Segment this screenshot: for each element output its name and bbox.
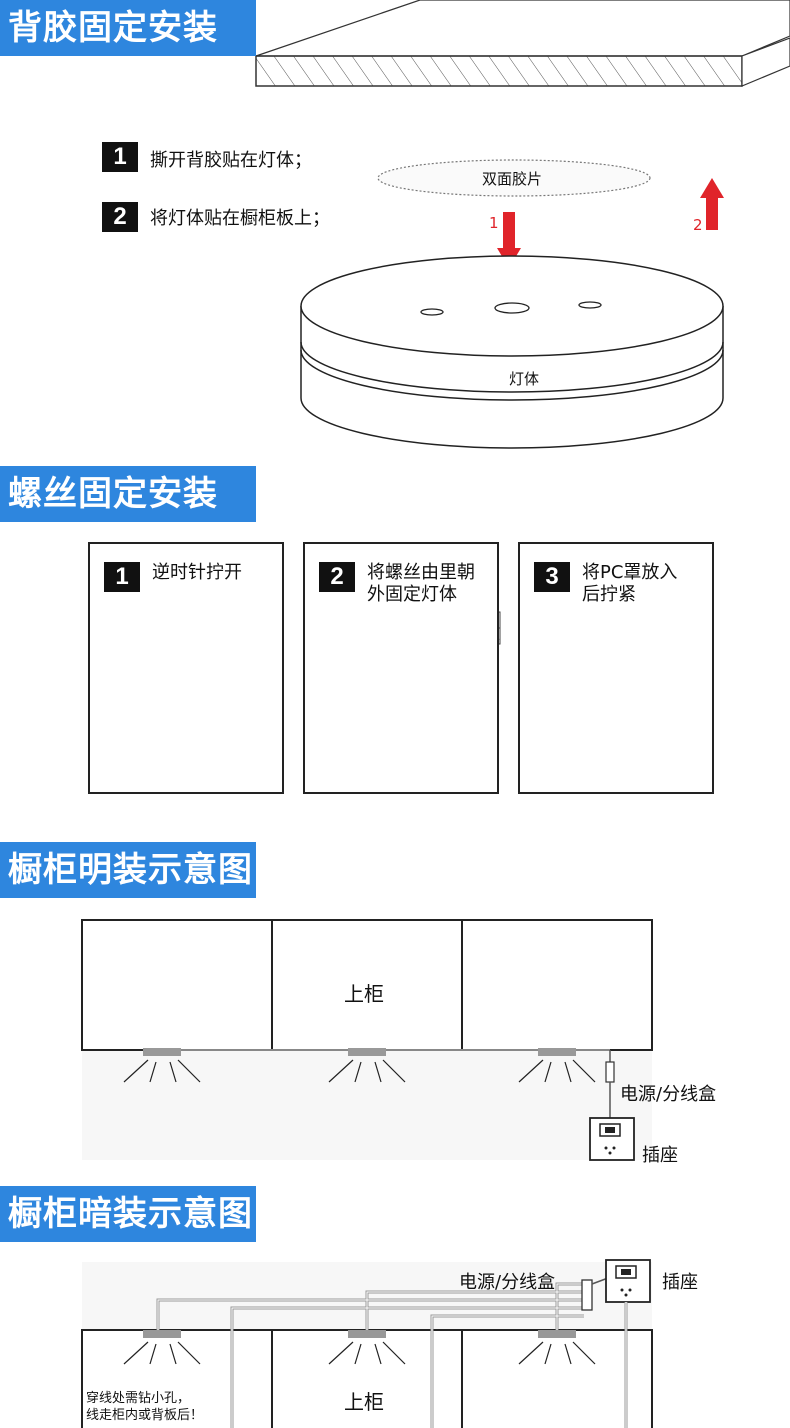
step-number-badge: 2 <box>102 202 138 232</box>
screw-step-panel: 1 逆时针拧开 <box>88 542 284 794</box>
step-text: 撕开背胶贴在灯体； <box>150 150 312 171</box>
exposed-install-diagram <box>81 919 653 1161</box>
step-text: 将PC罩放入后拧紧 <box>582 562 678 605</box>
step-text: 逆时针拧开 <box>152 562 242 583</box>
power-box-label: 电源/分线盒 <box>620 1084 717 1105</box>
section-title-screw: 螺丝固定安装 <box>0 466 256 522</box>
tape-label: 双面胶片 <box>482 170 543 188</box>
section-title-exposed: 橱柜明装示意图 <box>0 842 256 898</box>
concealed-install-diagram <box>81 1259 653 1428</box>
power-box-label: 电源/分线盒 <box>459 1272 556 1293</box>
step-number-badge: 3 <box>534 562 570 592</box>
step-text: 将灯体贴在橱柜板上； <box>150 208 330 229</box>
tape-illustration <box>377 159 651 197</box>
section-title-adhesive: 背胶固定安装 <box>0 0 256 56</box>
section-title-concealed: 橱柜暗装示意图 <box>0 1186 256 1242</box>
cabinet-label: 上柜 <box>344 982 384 1006</box>
step-number-badge: 2 <box>319 562 355 592</box>
wiring-note-line: 线走柜内或背板后！ <box>86 1408 204 1423</box>
arrow-2-label: 2 <box>693 216 703 234</box>
screw-step-panel: 3 将PC罩放入后拧紧 <box>518 542 714 794</box>
wiring-note: 穿线处需钻小孔， 线走柜内或背板后！ <box>86 1390 203 1424</box>
light-body-illustration <box>300 255 724 449</box>
wiring-note-line: 穿线处需钻小孔， <box>86 1391 191 1406</box>
step-number-badge: 1 <box>104 562 140 592</box>
socket-label: 插座 <box>642 1145 678 1166</box>
step-text: 将螺丝由里朝外固定灯体 <box>367 562 475 605</box>
light-body-label: 灯体 <box>509 370 540 388</box>
screw-step-panel: 2 将螺丝由里朝外固定灯体 <box>303 542 499 794</box>
cabinet-label: 上柜 <box>344 1390 384 1414</box>
socket-label: 插座 <box>662 1272 698 1293</box>
cabinet-board-illustration <box>255 0 790 87</box>
arrow-1-label: 1 <box>489 214 499 232</box>
arrow-2-icon <box>700 178 724 230</box>
step-number-badge: 1 <box>102 142 138 172</box>
